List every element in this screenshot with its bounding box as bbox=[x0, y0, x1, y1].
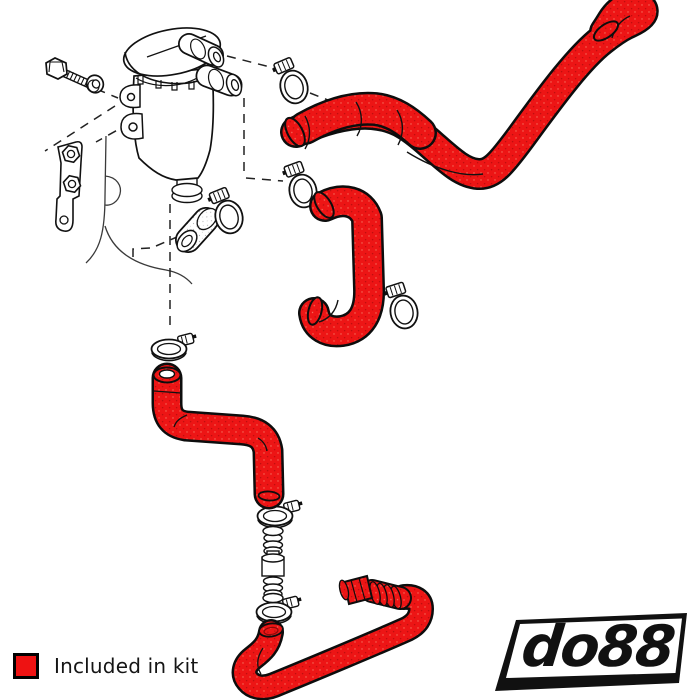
hex-bolt bbox=[45, 57, 92, 90]
kit-legend-label: Included in kit bbox=[54, 654, 199, 678]
cap-notches bbox=[137, 76, 195, 91]
oil-catch-can bbox=[119, 27, 243, 204]
washer-nut bbox=[85, 74, 105, 94]
small-hose-stub bbox=[175, 207, 219, 253]
mounting-ears bbox=[119, 84, 144, 140]
do88-logo: do88 bbox=[495, 613, 687, 691]
drain-spout bbox=[171, 178, 203, 204]
barbed-connector bbox=[261, 525, 285, 604]
upper-breather-hose bbox=[280, 0, 659, 190]
hose-clamp bbox=[149, 330, 200, 363]
drain-hose bbox=[151, 362, 285, 510]
lower-hose-with-fitting bbox=[231, 574, 434, 700]
upper-port bbox=[178, 33, 225, 68]
mounting-bracket bbox=[55, 140, 83, 232]
kit-legend: Included in kit bbox=[13, 653, 198, 679]
engine-outline bbox=[85, 135, 193, 285]
hose-clamp bbox=[380, 278, 423, 334]
kit-color-swatch bbox=[13, 653, 39, 679]
middle-breather-hose bbox=[298, 185, 386, 348]
lower-port bbox=[195, 64, 243, 97]
hose-clamp bbox=[267, 52, 314, 110]
do88-logo-text: do88 bbox=[519, 614, 677, 680]
